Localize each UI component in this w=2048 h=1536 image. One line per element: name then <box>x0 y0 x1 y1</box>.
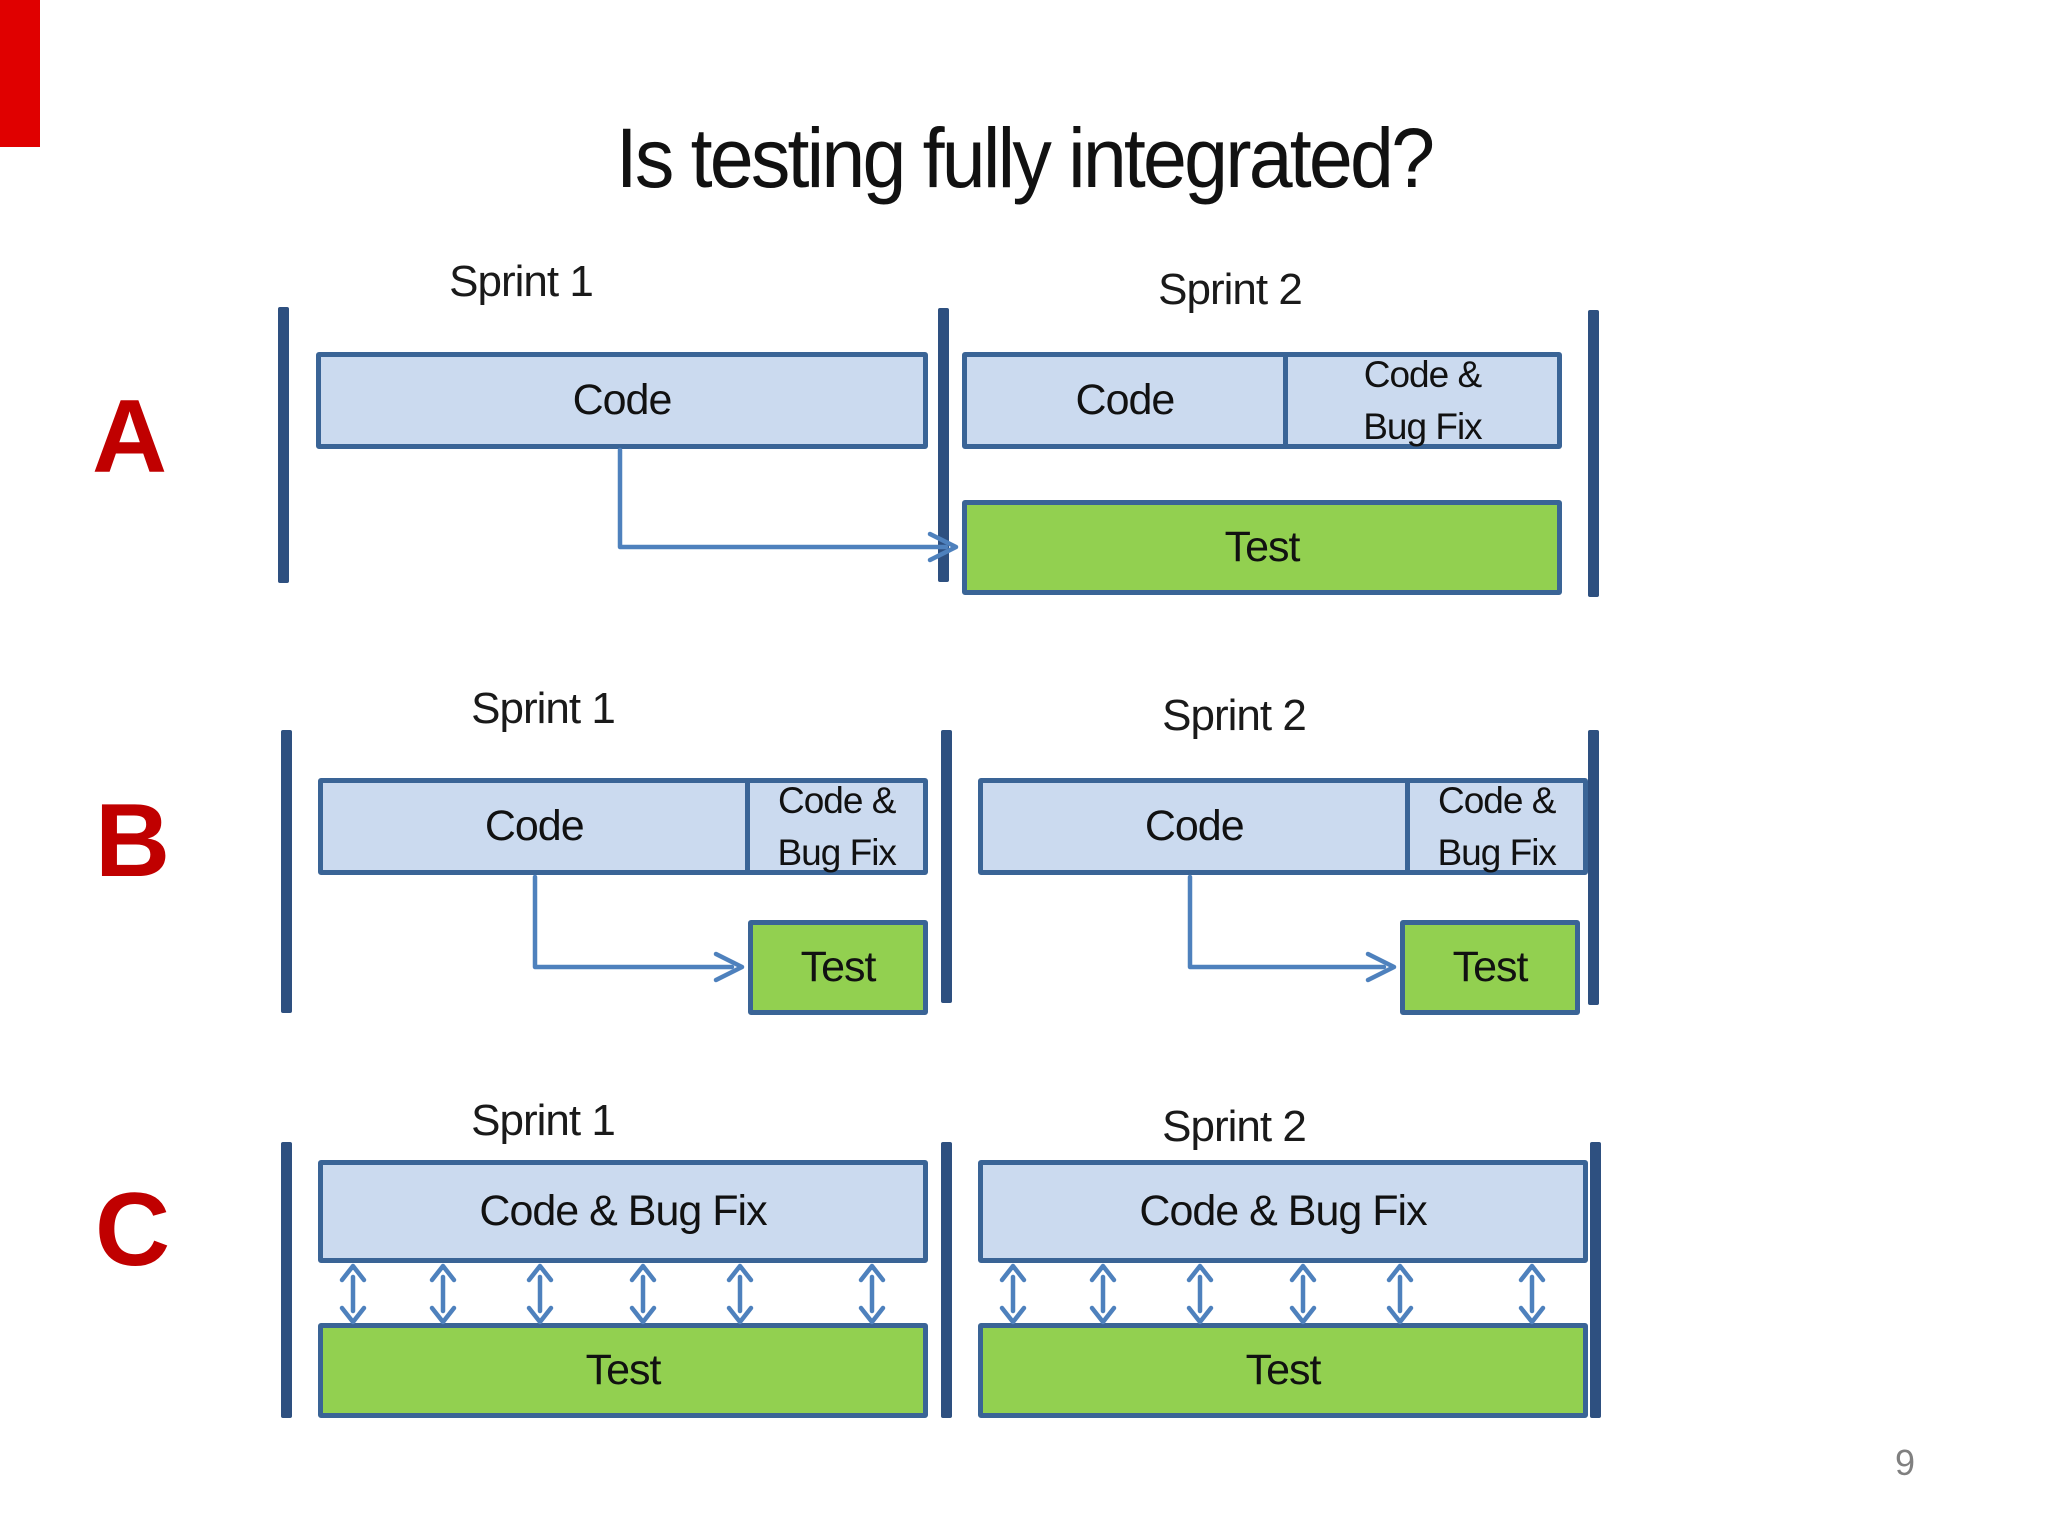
row-a-test-box: Test <box>962 500 1562 595</box>
row-a-sprint2-code-cell: Code <box>967 357 1283 444</box>
row-b-sprint1-code-label: Code <box>484 802 585 850</box>
row-b-sprint1-test-label: Test <box>800 943 877 991</box>
slide-title: Is testing fully integrated? <box>615 111 1435 205</box>
row-b-sprint2-code-cell: Code <box>983 783 1405 870</box>
row-b-letter: B <box>95 783 171 899</box>
row-c-sprint2-test-box: Test <box>978 1323 1588 1418</box>
row-b-sprint2-code-label: Code <box>1144 802 1245 850</box>
row-a-sprint1-code-box: Code <box>316 352 928 449</box>
row-c-sprint2-label: Sprint 2 <box>1162 1102 1307 1151</box>
row-c-sprint2-test-label: Test <box>1245 1346 1322 1394</box>
row-b-sprint1-code-to-test-arrow <box>532 874 745 983</box>
row-c-letter: C <box>95 1172 171 1288</box>
row-b-bracket-middle <box>941 730 952 1003</box>
row-c-sprint1-sync-arrows <box>339 1263 886 1325</box>
row-a-sprint1-code-label: Code <box>572 376 673 424</box>
row-c-sprint2-codebugfix-label: Code & Bug Fix <box>1139 1187 1427 1235</box>
row-c-sprint1-codebugfix-box: Code & Bug Fix <box>318 1160 928 1263</box>
row-b-sprint2-codebugfix-label: Code &Bug Fix <box>1437 780 1557 873</box>
row-b-sprint1-test-box: Test <box>748 920 928 1015</box>
row-b-sprint2-test-box: Test <box>1400 920 1580 1015</box>
row-a-sprint2-code-label: Code <box>1075 376 1176 424</box>
row-a-letter: A <box>92 379 168 495</box>
row-b-sprint2-code-to-test-arrow <box>1187 874 1397 983</box>
page-number: 9 <box>1895 1442 1916 1483</box>
row-c-sprint1-codebugfix-label: Code & Bug Fix <box>479 1187 767 1235</box>
row-a-bracket-left <box>278 307 289 583</box>
row-c-sprint2-codebugfix-box: Code & Bug Fix <box>978 1160 1588 1263</box>
row-c-bracket-left <box>281 1142 292 1418</box>
row-b-sprint1-codebugfix-label: Code &Bug Fix <box>777 780 897 873</box>
row-a-code-to-test-arrow <box>617 447 959 563</box>
row-b-sprint2-codebugfix-cell: Code &Bug Fix <box>1405 780 1583 873</box>
row-b-sprint2-test-label: Test <box>1452 943 1529 991</box>
row-a-bracket-middle <box>938 308 949 582</box>
row-c-sprint2-sync-arrows <box>999 1263 1546 1325</box>
row-b-bracket-right <box>1588 730 1599 1005</box>
row-a-bracket-right <box>1588 310 1599 597</box>
corner-marker <box>0 0 40 147</box>
row-a-sprint2-codebugfix-label: Code &Bug Fix <box>1363 354 1482 447</box>
row-a-test-label: Test <box>1224 523 1301 571</box>
row-b-bracket-left <box>281 730 292 1013</box>
row-c-sprint1-test-box: Test <box>318 1323 928 1418</box>
row-b-sprint1-code-cell: Code <box>323 783 745 870</box>
row-c-sprint1-test-label: Test <box>585 1346 662 1394</box>
row-b-sprint1-label: Sprint 1 <box>471 684 616 733</box>
row-a-sprint1-label: Sprint 1 <box>449 257 594 306</box>
row-a-sprint2-codebugfix-cell: Code &Bug Fix <box>1282 354 1557 447</box>
row-c-bracket-middle <box>941 1142 952 1418</box>
row-a-sprint2-label: Sprint 2 <box>1158 265 1303 314</box>
row-b-sprint1-code-box: Code Code &Bug Fix <box>318 778 928 875</box>
row-c-sprint1-label: Sprint 1 <box>471 1096 616 1145</box>
row-a-sprint2-code-box: Code Code &Bug Fix <box>962 352 1562 449</box>
row-c-bracket-right <box>1590 1142 1601 1418</box>
row-b-sprint2-label: Sprint 2 <box>1162 691 1307 740</box>
row-b-sprint2-code-box: Code Code &Bug Fix <box>978 778 1588 875</box>
row-b-sprint1-codebugfix-cell: Code &Bug Fix <box>745 780 923 873</box>
